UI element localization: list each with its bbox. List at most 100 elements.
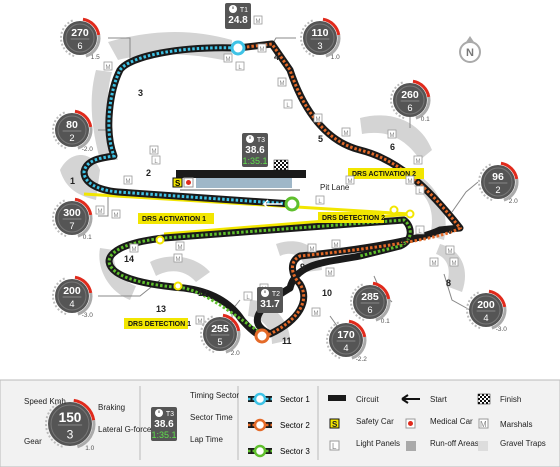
svg-text:M: M — [328, 271, 333, 277]
sector-2-line — [237, 42, 463, 338]
marshal-post: M — [223, 53, 233, 63]
corner-1: 1 — [70, 176, 75, 186]
marshal-post: M — [341, 127, 351, 137]
svg-text:M: M — [448, 249, 453, 255]
corner-9: 9 — [300, 262, 305, 272]
marshal-post: M — [129, 243, 139, 253]
gauge-speed: 96 — [492, 171, 504, 183]
corner-13: 13 — [156, 304, 166, 314]
timing-lap: 1:35.1 — [151, 430, 176, 440]
legend-speed-label: Speed Kmh — [24, 397, 66, 406]
drs-detection-1: DRS DETECTION 1 — [128, 321, 191, 328]
drs-labels: DRS ACTIVATION 1 DRS ACTIVATION 2 DRS DE… — [124, 168, 424, 329]
svg-text:L: L — [332, 442, 337, 451]
svg-text:M: M — [408, 179, 413, 185]
legend-light-panels: Light Panels — [356, 439, 400, 448]
gauge-gear: 2 — [69, 133, 74, 143]
sector-lines — [82, 42, 463, 338]
legend-lateral-label: Lateral G-force — [98, 425, 152, 434]
medical-car — [183, 177, 194, 188]
gauge-gear: 6 — [77, 41, 82, 51]
gauge-gforce: -2.2 — [356, 356, 368, 363]
svg-text:M: M — [198, 319, 203, 325]
legend-braking-label: Braking — [98, 403, 125, 412]
legend-sectors: Sector 1 Sector 2 Sector 3 — [248, 392, 310, 458]
svg-text:M: M — [106, 65, 111, 71]
gauge-speed: 255 — [211, 323, 229, 335]
marshal-post: M — [449, 257, 459, 267]
corner-11: 11 — [282, 336, 292, 346]
gauge-gear: 3 — [317, 41, 322, 51]
gauge-gear: 6 — [367, 305, 372, 315]
svg-text:M: M — [226, 57, 231, 63]
gauge-speed: 300 — [63, 207, 81, 219]
gauge-gforce: 1.5 — [91, 54, 100, 61]
svg-text:M: M — [452, 261, 457, 267]
svg-text:S: S — [175, 179, 181, 188]
corner-7: 7 — [448, 226, 453, 236]
svg-text:M: M — [316, 117, 321, 123]
legend-gear-label: Gear — [24, 437, 42, 446]
timing-value: 38.6 — [154, 419, 174, 430]
marshal-post: L — [283, 99, 293, 109]
svg-text:M: M — [348, 179, 353, 185]
marshal-post: M — [123, 175, 133, 185]
gauge-speed: 260 — [401, 89, 419, 101]
timing-lap: 1:35.1 — [242, 156, 267, 166]
pit-lane — [176, 170, 306, 209]
legend-sector-time: Sector Time — [190, 413, 233, 422]
legend-medical-car: Medical Car — [430, 417, 473, 426]
gauge-gear: 3 — [67, 427, 74, 441]
marshal-post: M — [307, 243, 317, 253]
legend-lap-time: Lap Time — [190, 435, 223, 444]
timing-value: 24.8 — [228, 15, 248, 26]
gauge-gear: 6 — [407, 103, 412, 113]
legend-circuit: Circuit — [356, 395, 379, 404]
marshal-post: L — [235, 61, 245, 71]
marshal-post: M — [311, 307, 321, 317]
marshal-post: M — [387, 129, 397, 139]
drs-detection-2: DRS DETECTION 2 — [322, 215, 385, 222]
marshal-post: L — [415, 225, 425, 235]
gauge-speed: 200 — [477, 299, 495, 311]
marshal-post: M — [111, 209, 121, 219]
marshal-post: M — [95, 205, 105, 215]
timing-value: 31.7 — [260, 299, 280, 310]
legend-run-off: Run-off Areas — [430, 439, 479, 448]
corner-12: 12 — [198, 288, 208, 298]
gauge-gear: 5 — [217, 337, 222, 347]
gauge-gforce: 1.0 — [331, 54, 340, 61]
marshal-post: M — [175, 241, 185, 251]
marshal-post: M — [277, 77, 287, 87]
gauge-gforce: -3.0 — [82, 312, 94, 319]
legend-finish: Finish — [500, 395, 521, 404]
compass: N — [459, 36, 481, 63]
gauge-gforce: 2.0 — [231, 350, 240, 357]
compass-label: N — [466, 47, 474, 59]
corner-4: 4 — [274, 52, 279, 62]
svg-text:M: M — [176, 257, 181, 263]
svg-text:M: M — [314, 311, 319, 317]
svg-text:M: M — [334, 243, 339, 249]
drs-activation-1: DRS ACTIVATION 1 — [142, 216, 206, 223]
marshal-post: M — [253, 15, 263, 25]
gauge-speed: 110 — [312, 27, 329, 39]
svg-text:M: M — [432, 261, 437, 267]
marshal-post: M — [325, 267, 335, 277]
corner-8: 8 — [446, 278, 451, 288]
svg-text:M: M — [390, 133, 395, 139]
marshal-post: M — [103, 61, 113, 71]
svg-text:M: M — [126, 179, 131, 185]
marshal-post: L — [151, 155, 161, 165]
corner-numbers: 1 2 3 4 5 6 7 8 9 10 11 12 13 14 15 — [70, 52, 453, 346]
svg-text:M: M — [344, 131, 349, 137]
